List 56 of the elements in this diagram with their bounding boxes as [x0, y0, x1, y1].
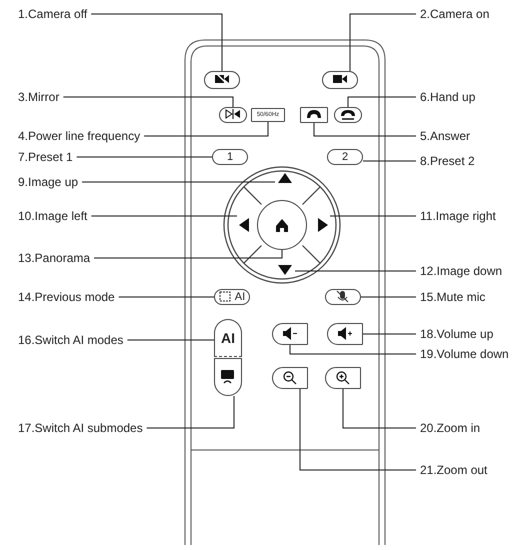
callout-label: 9.Image up — [18, 174, 78, 190]
remote-button — [300, 107, 328, 123]
remote-button — [214, 358, 242, 396]
leader-line — [314, 122, 416, 136]
leader-line — [76, 156, 212, 158]
remote-button — [272, 323, 308, 345]
leader-line — [94, 250, 282, 258]
remote-button — [204, 71, 240, 89]
callout-label: 21.Zoom out — [420, 462, 488, 478]
right-arrow-key — [316, 215, 330, 235]
callout-label: 5.Answer — [420, 128, 470, 144]
up-arrow-key — [275, 171, 295, 185]
remote-button — [219, 107, 247, 123]
leader-line — [348, 96, 416, 108]
leader-line — [362, 160, 416, 162]
callout-label: 4.Power line frequency — [18, 128, 140, 144]
leader-line — [360, 296, 416, 298]
remote-button — [325, 289, 361, 305]
leader-line — [62, 96, 234, 108]
callout-label: 20.Zoom in — [420, 420, 480, 436]
remote-button: 2 — [327, 149, 363, 165]
callout-label: 13.Panorama — [18, 250, 90, 266]
leader-line — [90, 14, 222, 72]
remote-button: AI — [214, 319, 242, 357]
remote-button — [272, 367, 308, 389]
leader-line — [146, 396, 234, 428]
callout-label: 11.Image right — [420, 208, 496, 224]
remote-button — [325, 367, 361, 389]
callout-label: 18.Volume up — [420, 326, 494, 342]
callout-label: 1.Camera off — [18, 6, 88, 22]
leader-line — [294, 270, 416, 272]
leader-line — [118, 296, 214, 298]
leader-line — [342, 388, 416, 428]
left-arrow-key — [237, 215, 251, 235]
callout-label: 16.Switch AI modes — [18, 332, 124, 348]
leader-line — [290, 344, 416, 354]
callout-label: 6.Hand up — [420, 89, 476, 105]
remote-button: AI — [214, 289, 250, 305]
remote-button — [322, 71, 358, 89]
remote-button — [334, 107, 362, 123]
callout-label: 7.Preset 1 — [18, 149, 73, 165]
callout-label: 19.Volume down — [420, 346, 509, 362]
leader-line — [350, 14, 416, 72]
callout-label: 10.Image left — [18, 208, 88, 224]
callout-label: 12.Image down — [420, 263, 502, 279]
callout-label: 15.Mute mic — [420, 289, 486, 305]
down-arrow-key — [275, 263, 295, 277]
callout-label: 2.Camera on — [420, 6, 490, 22]
callout-label: 8.Preset 2 — [420, 153, 475, 169]
remote-button: 1 — [212, 149, 248, 165]
remote-button — [327, 323, 363, 345]
callout-label: 17.Switch AI submodes — [18, 420, 143, 436]
leader-line — [144, 122, 268, 136]
callout-label: 3.Mirror — [18, 89, 60, 105]
callout-label: 14.Previous mode — [18, 289, 115, 305]
leader-line — [300, 388, 416, 470]
